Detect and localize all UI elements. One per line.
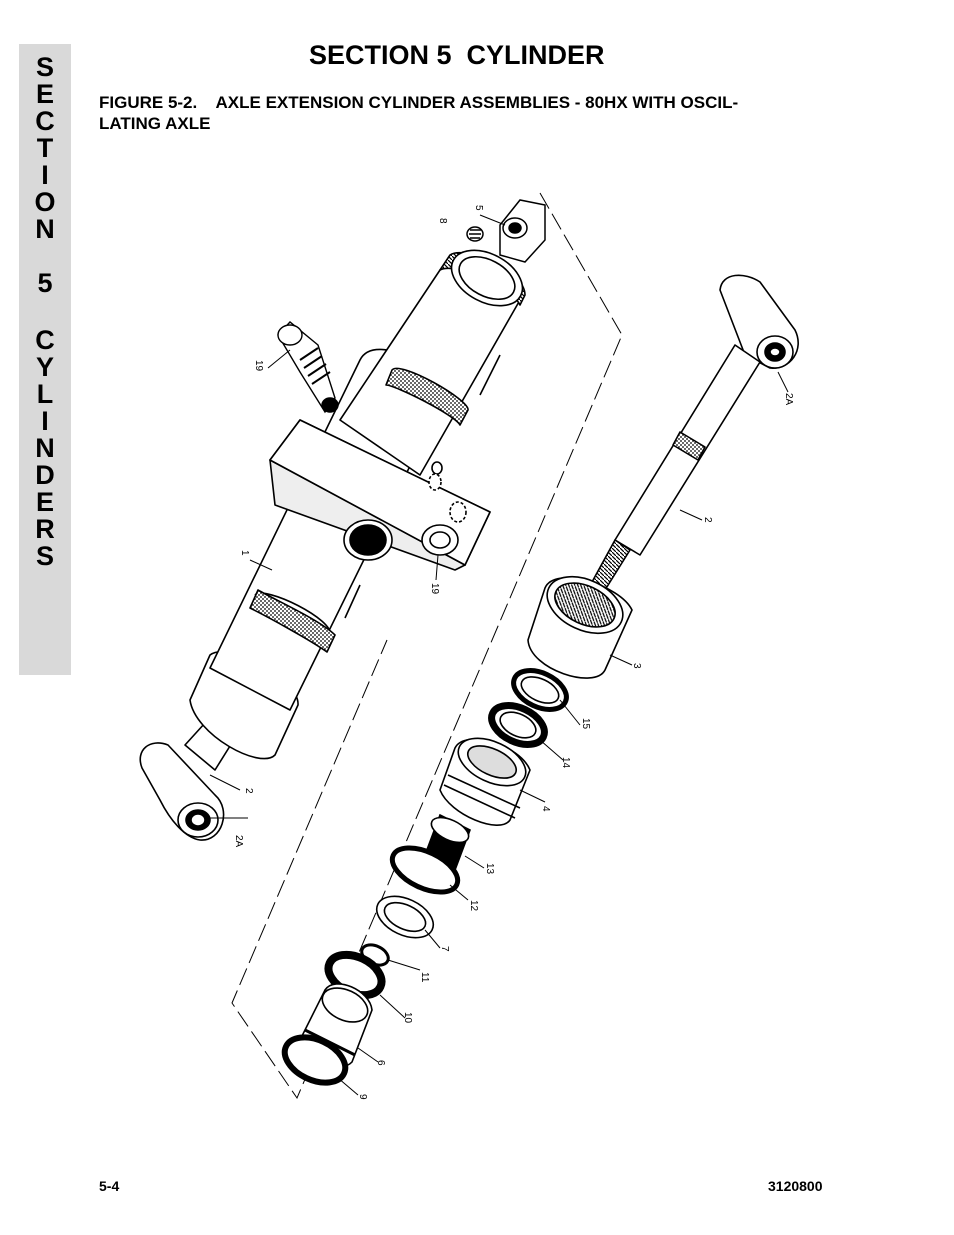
valve-cartridge	[277, 321, 339, 414]
figure-title: FIGURE 5-2. AXLE EXTENSION CYLINDER ASSE…	[99, 92, 839, 134]
side-tab-letter: S	[35, 52, 54, 82]
side-tab-letter: T	[36, 133, 54, 163]
side-tab-letter: 5	[37, 268, 53, 298]
side-tab-letter: C	[35, 325, 55, 355]
figure-title-line-1: FIGURE 5-2. AXLE EXTENSION CYLINDER ASSE…	[99, 93, 739, 112]
callout-2a-left: 2A	[233, 835, 244, 848]
rod-assembly	[527, 274, 799, 679]
callout-8: 8	[437, 218, 448, 224]
callout-5: 5	[473, 205, 484, 211]
callout-labels: 5 8 19 1 19 2 2A 2A 2 3 15 14 4 13 12 7 …	[233, 205, 794, 1100]
callout-4: 4	[540, 806, 551, 812]
callout-10: 10	[402, 1012, 413, 1024]
callout-12: 12	[468, 900, 479, 912]
callout-1: 1	[239, 550, 250, 556]
side-tab-letter: I	[41, 160, 49, 190]
callout-13: 13	[484, 863, 495, 875]
side-tab-letter: E	[35, 79, 54, 109]
side-tab-letter: S	[35, 541, 54, 571]
nut-and-fitting	[466, 199, 546, 263]
callout-9: 9	[357, 1094, 368, 1100]
side-tab-letter: N	[35, 214, 55, 244]
callout-2-right: 2	[702, 517, 713, 523]
callout-7: 7	[439, 946, 450, 952]
side-tab-letter: D	[35, 460, 55, 490]
callout-6: 6	[375, 1060, 386, 1066]
seal-stack	[281, 668, 569, 1086]
callout-leaders	[209, 214, 789, 1096]
callout-11: 11	[419, 972, 430, 983]
side-tab-letter: L	[36, 379, 54, 409]
side-tab-letter: R	[35, 514, 55, 544]
barrel-assembly	[139, 249, 526, 841]
callout-3: 3	[631, 663, 642, 669]
section-side-tab: S E C T I O N 5 C Y L I N D E R S	[19, 44, 71, 675]
assembly-dashed-outline	[231, 192, 623, 1100]
page-number: 5-4	[99, 1178, 120, 1194]
callout-14: 14	[560, 757, 571, 769]
side-tab-letter: E	[35, 487, 54, 517]
figure-title-line-2: LATING AXLE	[99, 114, 211, 133]
callout-19-lower: 19	[429, 583, 440, 595]
callout-2a-right: 2A	[783, 393, 794, 406]
callout-15: 15	[580, 718, 591, 730]
side-tab-letter: I	[41, 406, 49, 436]
side-tab-letter: Y	[35, 352, 54, 382]
side-tab-letter: C	[35, 106, 55, 136]
section-title: SECTION 5 CYLINDER	[309, 40, 605, 70]
callout-2-left: 2	[243, 788, 254, 794]
side-tab-letter: O	[34, 187, 56, 217]
callout-19-upper: 19	[253, 360, 264, 372]
document-number: 3120800	[768, 1178, 823, 1194]
side-tab-letter: N	[35, 433, 55, 463]
